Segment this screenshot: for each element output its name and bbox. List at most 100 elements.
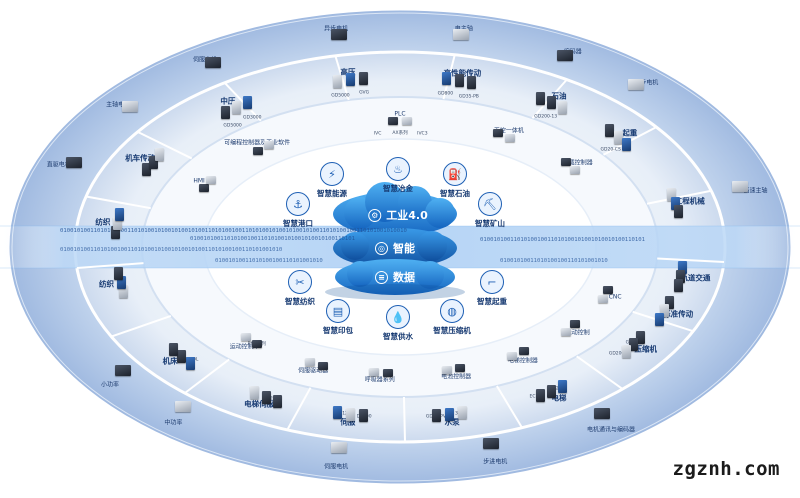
product-model-caption: GD20-CS [600, 147, 621, 153]
drive-product-image [613, 131, 623, 145]
controller-product-image [441, 366, 452, 375]
database-icon: ≡ [375, 270, 388, 284]
drive-category-label: 标准传动 [663, 309, 694, 319]
application-oil: ⛽智慧石油 [409, 162, 501, 199]
application-label: 智慧冶金 [383, 184, 413, 193]
controller-category-label: HMI [193, 177, 205, 184]
compressor-icon: ◍ [440, 299, 464, 323]
drive-product-image [605, 124, 615, 138]
drive-category-label: 石油 [551, 91, 567, 101]
application-label: 智慧压缩机 [433, 326, 471, 335]
application-metallurgy: ♨智慧冶金 [352, 157, 444, 194]
controller-category-label: 工控一体机 [493, 127, 524, 135]
product-model-caption: GD5000 [223, 123, 242, 129]
drive-product-image [242, 96, 252, 110]
drive-product-image [444, 407, 454, 421]
motor-product-image [175, 400, 192, 412]
drive-product-image [432, 409, 442, 423]
controller-product-image [560, 158, 571, 167]
binary-stream-1: 0100101001101010010011010100101001010010… [60, 228, 407, 234]
drive-product-image [659, 304, 669, 318]
controller-product-image [569, 165, 580, 174]
sector-divider [111, 314, 172, 338]
drive-category-label: 压缩机 [634, 344, 657, 354]
controller-category-label: 可编程控制器及工业软件 [224, 139, 291, 147]
controller-product-image [560, 327, 571, 336]
product-model-caption: GVG [359, 90, 370, 96]
sector-divider [286, 387, 312, 431]
motor-product-image [483, 438, 500, 450]
application-mine: ⛏ 智慧矿山 [444, 192, 536, 229]
product-model-caption: IVC [373, 131, 382, 137]
watermark: zgznh.com [668, 458, 784, 480]
product-model-caption: EC10 [530, 394, 542, 399]
binary-stream-2: 0100101001101010010011010100101001010010… [190, 236, 356, 242]
sector-divider [402, 396, 407, 442]
drive-product-image [546, 384, 556, 398]
controller-category-label: 电池控制器 [441, 373, 472, 381]
product-model-caption: GD200A [608, 351, 628, 357]
drive-product-image [467, 76, 477, 90]
controller-product-image [263, 140, 274, 149]
binary-stream-6: 01001010011010100100110101001010 [215, 258, 323, 264]
application-label: 智慧港口 [283, 219, 313, 228]
drive-product-image [621, 345, 631, 359]
product-model-caption: AX系列 [392, 131, 408, 136]
sector-divider [184, 358, 230, 394]
product-model-caption: EC20 [549, 386, 562, 392]
controller-product-image [569, 320, 580, 329]
motor-product-image [65, 156, 82, 168]
drive-product-image [250, 386, 260, 400]
controller-product-image [518, 347, 529, 356]
product-model-caption: DA200 [263, 396, 279, 402]
drive-product-image [670, 196, 680, 210]
mine-icon: ⛏ [478, 192, 502, 216]
drive-product-image [546, 96, 556, 110]
motor-category-label: 同步电机 [634, 79, 659, 87]
drive-product-image [454, 74, 464, 88]
motor-product-image [453, 28, 470, 40]
application-water-supply: 💧智慧供水 [352, 305, 444, 342]
motor-category-label: 高速主轴 [743, 187, 768, 195]
sector-divider [137, 130, 193, 160]
application-port: ⚓智慧港口 [252, 192, 344, 229]
drive-product-image [442, 72, 452, 86]
crane-icon: ⌐ [480, 270, 504, 294]
drive-product-image [232, 101, 242, 115]
drive-product-image [119, 284, 129, 298]
drive-category-label: 电梯伺服 [244, 399, 275, 409]
drive-product-image [273, 394, 283, 408]
drive-product-image [221, 106, 231, 120]
product-model-caption: GD800 [437, 91, 454, 97]
product-model-caption: GD35-PB [458, 94, 479, 100]
oil-icon: ⛽ [443, 162, 467, 186]
drive-product-image [333, 74, 343, 88]
drive-product-image [346, 73, 355, 87]
application-printing: ▤智慧印包 [292, 299, 384, 336]
drive-product-image [358, 71, 368, 85]
drive-category-label: 纺织 [99, 279, 115, 289]
binary-stream-5: 01001010011010100100110101001010 [500, 258, 608, 264]
application-label: 智慧矿山 [475, 219, 505, 228]
drive-product-image [358, 409, 368, 423]
sector-divider [76, 262, 144, 269]
controller-product-image [382, 368, 393, 377]
drive-category-label: 电梯 [551, 393, 567, 403]
controller-product-image [455, 364, 466, 373]
application-label: 智慧起重 [477, 297, 507, 306]
binary-stream-3: 0100101001101010010011010100101001010010… [60, 247, 283, 253]
drive-product-image [113, 216, 123, 230]
drive-product-image [557, 101, 567, 115]
application-label: 智慧供水 [383, 332, 413, 341]
motor-category-label: 伺服电机 [324, 463, 349, 471]
motor-category-label: 步进电机 [483, 458, 508, 466]
drive-product-image [155, 147, 165, 161]
drive-product-image [115, 207, 125, 221]
drive-product-image [346, 407, 355, 421]
controller-product-image [241, 333, 252, 342]
controller-category-label: 运动控制卡 [229, 343, 260, 351]
hub-title: ⚙工业4.0 [368, 207, 428, 223]
drive-product-image [142, 163, 152, 177]
drive-product-image [148, 155, 158, 169]
drive-product-image [111, 225, 121, 239]
